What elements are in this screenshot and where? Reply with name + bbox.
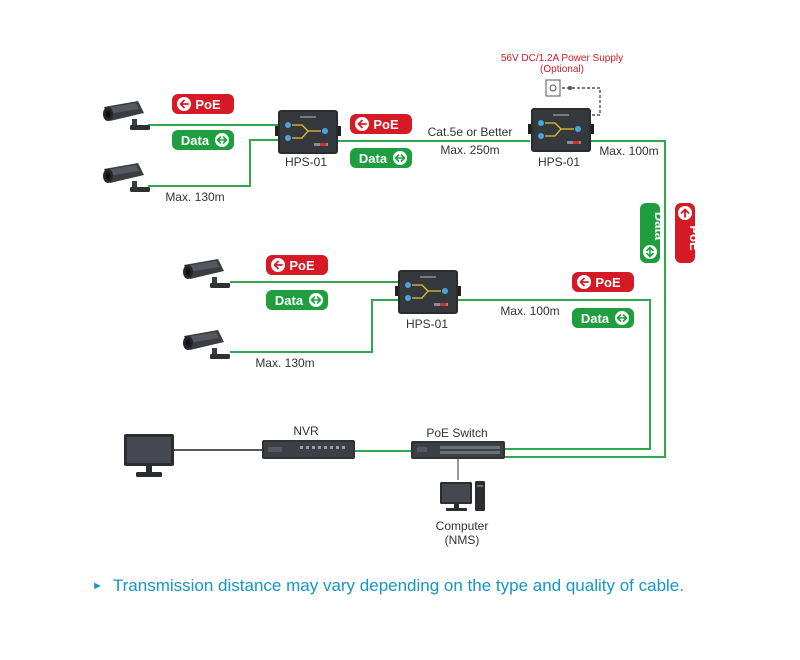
- hps-01-extender-2: [527, 107, 595, 153]
- data-badge: Data: [572, 308, 634, 328]
- hps-label: HPS-01: [538, 155, 580, 169]
- cable-hps3-switch: [457, 299, 651, 450]
- arrow-up-icon: [677, 205, 693, 221]
- distance-label: Max. 250m: [440, 143, 499, 157]
- arrow-left-icon: [176, 96, 192, 112]
- poe-badge: PoE: [572, 272, 634, 292]
- cable-cam2-hps1: [148, 139, 278, 187]
- data-badge: Data: [266, 290, 328, 310]
- arrow-left-right-icon: [392, 150, 408, 166]
- poe-switch-label: PoE Switch: [426, 426, 487, 440]
- svg-text:Data: Data: [181, 133, 210, 148]
- cable-type-label: Cat.5e or Better: [428, 125, 513, 139]
- svg-text:PoE: PoE: [687, 225, 702, 251]
- nvr-label: NVR: [293, 424, 319, 438]
- cctv-camera-icon: [183, 259, 230, 288]
- svg-text:Data: Data: [652, 212, 667, 241]
- data-badge: Data: [172, 130, 234, 150]
- nvr-icon: [262, 440, 355, 459]
- cctv-camera-icon: [183, 330, 230, 359]
- cctv-camera-icon: [103, 163, 150, 192]
- hps-label: HPS-01: [285, 155, 327, 169]
- power-supply-label-optional: (Optional): [540, 64, 584, 75]
- power-supply-cable: [562, 87, 601, 116]
- monitor-icon: [124, 434, 174, 477]
- bullet-triangle-icon: ►: [92, 580, 103, 592]
- computer-label-nms: (NMS): [445, 533, 480, 547]
- footer-note: ► Transmission distance may vary dependin…: [92, 576, 792, 596]
- arrow-left-icon: [354, 116, 370, 132]
- computer-icon: [440, 481, 485, 511]
- arrow-left-right-icon: [214, 132, 230, 148]
- power-supply-label: 56V DC/1.2A Power Supply: [501, 53, 623, 64]
- arrow-left-icon: [270, 257, 286, 273]
- poe-badge: PoE: [172, 94, 234, 114]
- hps-01-extender-1: [274, 109, 342, 155]
- svg-text:PoE: PoE: [595, 275, 621, 290]
- arrow-left-right-icon: [308, 292, 324, 308]
- poe-badge: PoE: [266, 255, 328, 275]
- footer-note-text: Transmission distance may vary depending…: [112, 576, 684, 595]
- cable-cam4-hps3: [230, 299, 398, 353]
- svg-text:Data: Data: [275, 293, 304, 308]
- computer-label: Computer: [436, 519, 489, 533]
- hps-01-extender-3: [394, 269, 462, 315]
- power-adapter-icon: [545, 79, 572, 97]
- distance-label: Max. 100m: [599, 144, 658, 158]
- arrow-left-icon: [576, 274, 592, 290]
- poe-switch-icon: [411, 441, 505, 459]
- distance-label: Max. 100m: [500, 304, 559, 318]
- cable-hps2-switch: [505, 140, 666, 458]
- poe-badge: PoE: [350, 114, 412, 134]
- cables: [148, 124, 666, 458]
- svg-text:PoE: PoE: [373, 117, 399, 132]
- other-cables: [172, 87, 601, 480]
- svg-text:Data: Data: [359, 151, 388, 166]
- svg-text:PoE: PoE: [289, 258, 315, 273]
- svg-text:PoE: PoE: [195, 97, 221, 112]
- svg-text:Data: Data: [581, 311, 610, 326]
- poe-badge-vertical: PoE: [675, 203, 702, 263]
- distance-label: Max. 130m: [165, 190, 224, 204]
- data-badge-vertical: Data: [640, 203, 667, 263]
- data-badge: Data: [350, 148, 412, 168]
- arrow-left-right-icon: [614, 310, 630, 326]
- cctv-camera-icon: [103, 101, 150, 130]
- hps-label: HPS-01: [406, 317, 448, 331]
- arrow-up-down-icon: [642, 244, 658, 260]
- distance-label: Max. 130m: [255, 356, 314, 370]
